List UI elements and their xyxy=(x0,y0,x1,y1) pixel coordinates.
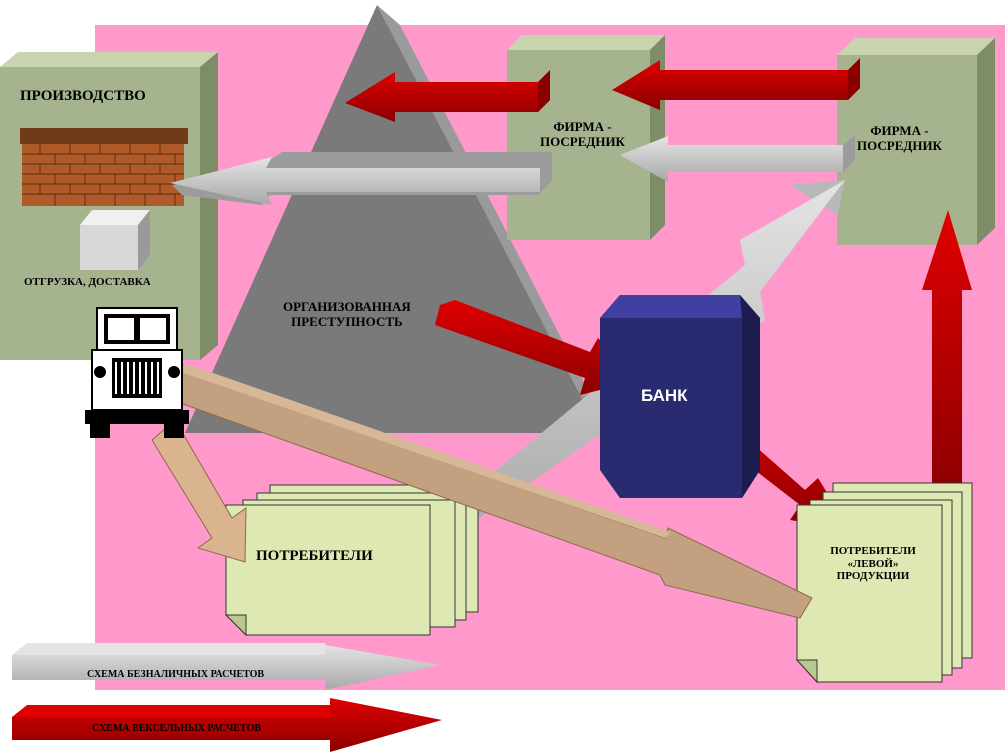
illegal-consumers-label-line2: «ЛЕВОЙ» xyxy=(847,557,899,570)
cashless-arrow-gray-to-production xyxy=(170,152,552,205)
crime-label-line1: ОРГАНИЗОВАННАЯ xyxy=(283,299,411,314)
legend-cashless-label: СХЕМА БЕЗНАЛИЧНЫХ РАСЧЕТОВ xyxy=(87,669,265,680)
intermediary-firm-2-label: ФИРМА - ПОСРЕДНИК xyxy=(857,123,942,154)
crime-label: ОРГАНИЗОВАННАЯ ПРЕСТУПНОСТЬ xyxy=(283,299,411,330)
truck-icon xyxy=(85,307,189,438)
consumers-document-stack xyxy=(224,484,479,637)
intermediary-firm-1-label: ФИРМА - ПОСРЕДНИК xyxy=(540,119,625,150)
bank-block xyxy=(600,295,760,498)
shipping-label: ОТГРУЗКА, ДОСТАВКА xyxy=(24,276,151,288)
illegal-consumers-label-line3: ПРОДУКЦИИ xyxy=(836,570,910,583)
goods-arrow-to-illegal-consumers xyxy=(171,365,813,619)
intermediary-firm-2-block xyxy=(837,38,995,245)
crime-label-line2: ПРЕСТУПНОСТЬ xyxy=(291,313,403,329)
shipping-box-icon xyxy=(80,210,150,270)
legend-cashless-arrow xyxy=(12,643,440,690)
production-label: ПРОИЗВОДСТВО xyxy=(20,88,146,104)
intermediary-firm-2-label-line2: ПОСРЕДНИК xyxy=(857,137,942,153)
illegal-consumers-label-line1: ПОТРЕБИТЕЛИ xyxy=(830,545,916,557)
consumers-label: ПОТРЕБИТЕЛИ xyxy=(256,548,373,564)
goods-arrow-to-consumers xyxy=(151,419,247,563)
bank-label: БАНК xyxy=(641,386,688,405)
illegal-consumers-label: ПОТРЕБИТЕЛИ «ЛЕВОЙ» ПРОДУКЦИИ xyxy=(818,545,928,583)
intermediary-firm-1-label-line1: ФИРМА - xyxy=(553,119,612,134)
legend-bills-label: СХЕМА ВЕКСЕЛЬНЫХ РАСЧЕТОВ xyxy=(92,723,262,734)
bill-arrow-firm2-to-firm1 xyxy=(612,58,860,110)
intermediary-firm-2-label-line1: ФИРМА - xyxy=(870,123,929,138)
bill-arrow-firm1-to-crime xyxy=(345,70,550,122)
brick-wall-icon xyxy=(20,128,188,206)
bill-arrow-crime-to-bank xyxy=(435,300,640,395)
cashless-arrow-gray-firm2-to-firm1 xyxy=(620,135,855,182)
intermediary-firm-1-label-line2: ПОСРЕДНИК xyxy=(540,133,625,149)
legend-bills-arrow xyxy=(12,698,442,752)
illegal-consumers-document-stack xyxy=(795,482,973,684)
bill-arrow-illegal-consumers-to-firm2 xyxy=(922,210,972,500)
